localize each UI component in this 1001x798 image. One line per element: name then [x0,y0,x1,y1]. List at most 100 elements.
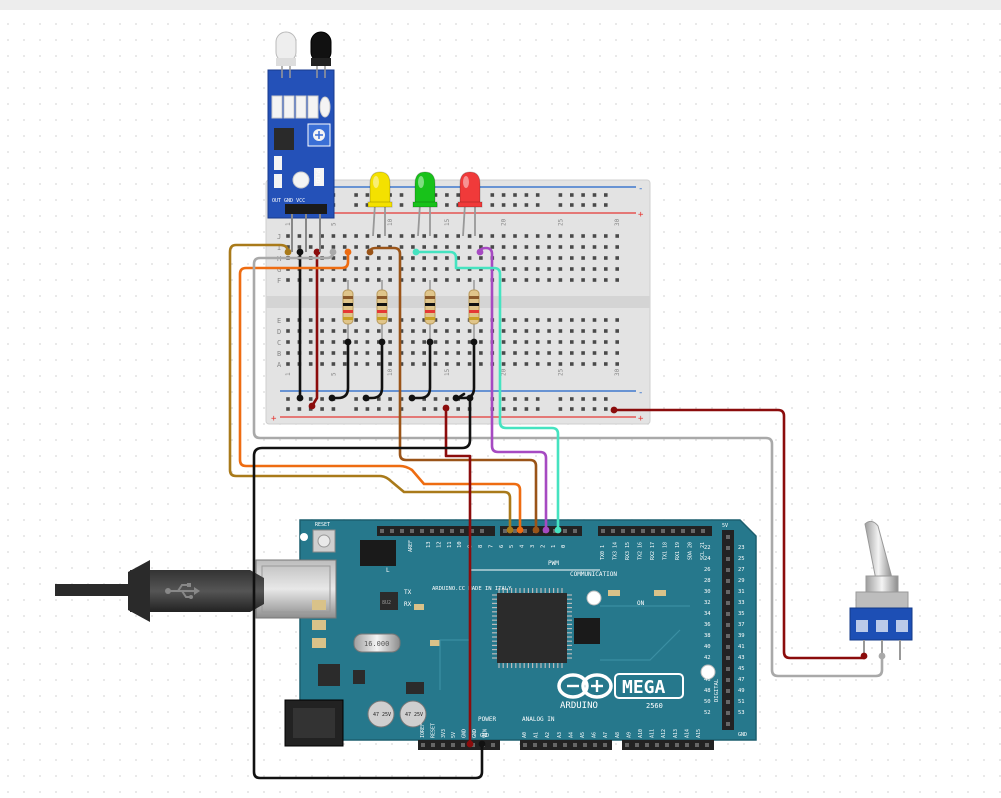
wire-end[interactable] [378,338,386,346]
header-pin[interactable] [563,529,567,533]
header-pin[interactable] [726,590,730,594]
header-pin[interactable] [726,579,730,583]
header-pin[interactable] [563,743,567,747]
header-pin[interactable] [685,743,689,747]
header-pin[interactable] [601,529,605,533]
header-pin[interactable] [726,546,730,550]
wire-end[interactable] [313,248,321,256]
wire-end[interactable] [452,394,460,402]
header-pin[interactable] [665,743,669,747]
header-pin[interactable] [645,743,649,747]
header-pin[interactable] [641,529,645,533]
header-pin[interactable] [420,529,424,533]
header-pin[interactable] [726,722,730,726]
wire-end[interactable] [878,652,886,660]
header-pin[interactable] [726,612,730,616]
header-pin[interactable] [583,743,587,747]
header-pin[interactable] [611,529,615,533]
header-pin[interactable] [635,743,639,747]
wire-end[interactable] [296,248,304,256]
header-pin[interactable] [400,529,404,533]
wire-end[interactable] [554,526,562,534]
header-pin[interactable] [533,743,537,747]
header-pin[interactable] [655,743,659,747]
wire-end[interactable] [344,338,352,346]
header-pin[interactable] [450,529,454,533]
header-pin[interactable] [573,743,577,747]
header-pin[interactable] [631,529,635,533]
header-pin[interactable] [726,634,730,638]
header-pin[interactable] [695,743,699,747]
wire-end[interactable] [476,248,484,256]
wire-end[interactable] [362,394,370,402]
header-pin[interactable] [705,743,709,747]
wire-end[interactable] [408,394,416,402]
header-pin[interactable] [390,529,394,533]
header-pin[interactable] [726,568,730,572]
header-pin[interactable] [726,623,730,627]
header-pin[interactable] [726,535,730,539]
header-pin[interactable] [503,529,507,533]
header-pin[interactable] [441,743,445,747]
header-pin[interactable] [726,645,730,649]
header-pin[interactable] [593,743,597,747]
toggle-switch-icon[interactable] [849,520,913,660]
header-pin[interactable] [470,529,474,533]
header-pin[interactable] [421,743,425,747]
header-pin[interactable] [701,529,705,533]
wire-end[interactable] [542,526,550,534]
header-pin[interactable] [431,743,435,747]
header-pin[interactable] [726,667,730,671]
header-pin[interactable] [726,689,730,693]
header-pin[interactable] [573,529,577,533]
header-pin[interactable] [523,529,527,533]
header-pin[interactable] [461,743,465,747]
wire-end[interactable] [328,394,336,402]
header-pin[interactable] [726,601,730,605]
header-pin[interactable] [440,529,444,533]
wire-end[interactable] [466,394,474,402]
header-pin[interactable] [410,529,414,533]
header-pin[interactable] [726,711,730,715]
header-pin[interactable] [726,700,730,704]
wire-end[interactable] [532,526,540,534]
header-pin[interactable] [691,529,695,533]
header-pin[interactable] [553,743,557,747]
header-pin[interactable] [671,529,675,533]
header-pin[interactable] [651,529,655,533]
wire-end[interactable] [442,404,450,412]
header-pin[interactable] [603,743,607,747]
wire-end[interactable] [506,526,514,534]
wire-end[interactable] [329,248,337,256]
header-pin[interactable] [523,743,527,747]
header-pin[interactable] [675,743,679,747]
wire-end[interactable] [426,338,434,346]
header-pin[interactable] [430,529,434,533]
wire-end[interactable] [366,248,374,256]
wire-end[interactable] [860,652,868,660]
header-pin[interactable] [621,529,625,533]
header-pin[interactable] [726,557,730,561]
wire-end[interactable] [412,248,420,256]
header-pin[interactable] [380,529,384,533]
header-pin[interactable] [625,743,629,747]
wire-end[interactable] [296,394,304,402]
wire-end[interactable] [344,248,352,256]
header-pin[interactable] [513,529,517,533]
header-pin[interactable] [460,529,464,533]
header-pin[interactable] [681,529,685,533]
wire-end[interactable] [284,248,292,256]
header-pin[interactable] [726,678,730,682]
header-pin[interactable] [661,529,665,533]
wire-end[interactable] [466,740,474,748]
wire-end[interactable] [516,526,524,534]
wire-end[interactable] [478,740,486,748]
header-pin[interactable] [726,656,730,660]
header-pin[interactable] [543,743,547,747]
wire-end[interactable] [610,406,618,414]
wire-end[interactable] [308,402,316,410]
header-pin[interactable] [451,743,455,747]
header-pin[interactable] [491,743,495,747]
header-pin[interactable] [480,529,484,533]
wire-end[interactable] [470,338,478,346]
